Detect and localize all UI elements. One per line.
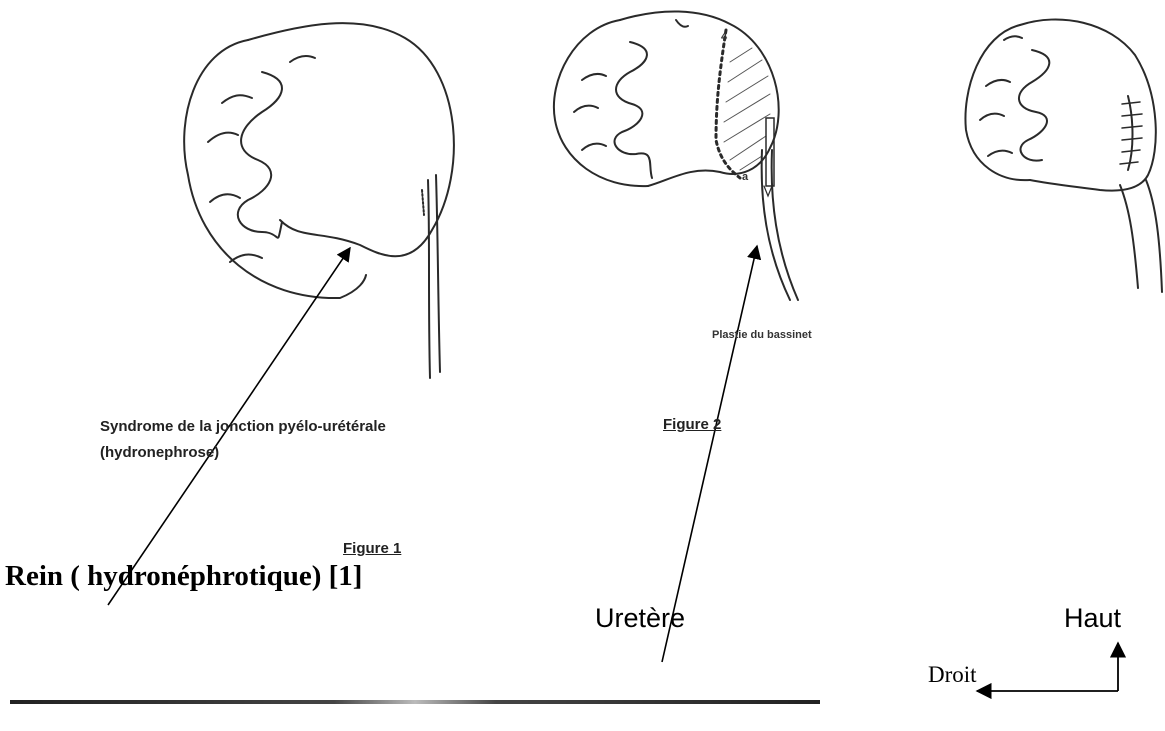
figure1-renal-pelvis (248, 23, 454, 256)
figure1-kidney-outline (184, 40, 366, 298)
figure2-renal-pelvis (620, 11, 779, 186)
figure3-kidney-drawing (965, 19, 1162, 292)
figure2-kidney-drawing (554, 11, 798, 300)
figure2-inner-border (615, 42, 652, 178)
figure1-inner-border (238, 72, 282, 238)
figure3-ureter-left (1120, 185, 1138, 288)
figure1-kidney-drawing (184, 23, 454, 378)
rein-label: Rein ( hydronéphrotique) [1] (5, 560, 362, 593)
figure3-ureter-right (1146, 180, 1162, 292)
figure1-ureter-left (428, 180, 430, 378)
figure2-hatched-area (724, 48, 770, 170)
figure2-marker-bottom: a (742, 171, 749, 183)
uretere-label: Uretère (595, 603, 685, 634)
figure3-renal-pelvis (1020, 19, 1156, 190)
haut-label: Haut (1064, 603, 1121, 634)
figure2-kidney-outline (554, 20, 648, 186)
figure2-marker-top: 4 (721, 31, 728, 43)
figure1-title: Figure 1 (343, 540, 401, 557)
figure3-inner-border (1019, 50, 1049, 161)
figure2-ureter-right (772, 150, 798, 300)
figure1-caption-line1: Syndrome de la jonction pyélo-urétérale (100, 416, 386, 438)
figure1-ureter-right (436, 175, 440, 372)
figure3-suture-line (1128, 96, 1133, 170)
figure1-caption-line2: (hydronephrose) (100, 442, 219, 464)
figure2-title: Figure 2 (663, 416, 721, 433)
bottom-divider (10, 700, 820, 704)
figure2-caption: Plastie du bassinet (712, 329, 812, 341)
uretere-pointer-arrow (662, 246, 757, 662)
droit-label: Droit (928, 662, 977, 688)
